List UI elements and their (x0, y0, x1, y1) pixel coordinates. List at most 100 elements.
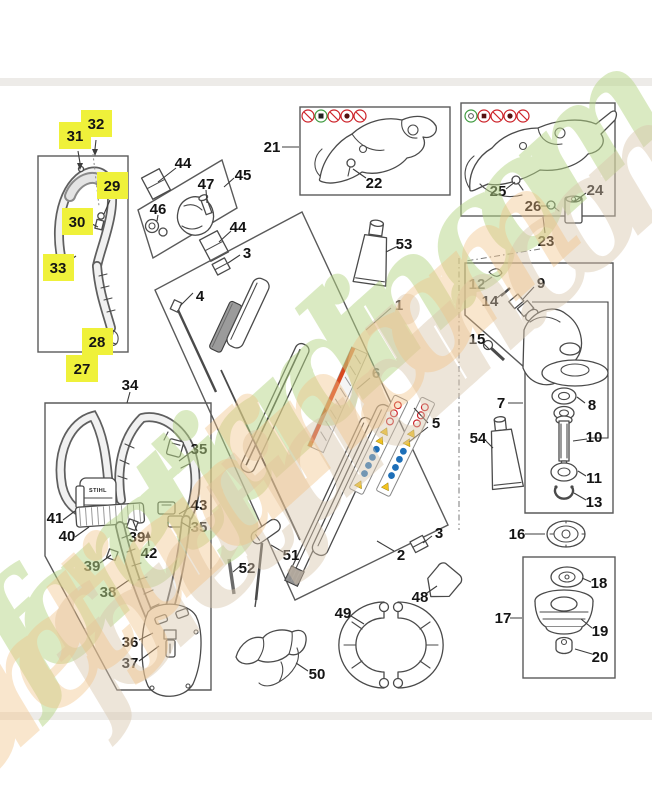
tool-51-shaft (254, 542, 264, 601)
part-label-28: 28 (89, 334, 106, 351)
outer-tube-upper (226, 277, 270, 349)
highlight-33 (43, 254, 74, 281)
prohibition-icon (340, 109, 354, 123)
prohibition-icon (503, 109, 517, 123)
gearbox-housing-7 (522, 308, 609, 387)
screw-25 (511, 175, 524, 191)
strap-38-hatching (121, 534, 160, 609)
drive-tube-box-group (154, 211, 449, 601)
pin-14 (500, 287, 511, 297)
part-label-38: 38 (100, 584, 117, 601)
part-label-3b: 3 (435, 525, 443, 542)
part-label-26: 26 (525, 198, 542, 215)
circlip-13 (553, 485, 575, 500)
prohibition-glyph (507, 113, 513, 119)
buckle-43 (157, 501, 176, 515)
part-label-3a: 3 (243, 245, 251, 262)
prohibition-slash (329, 111, 339, 121)
engine-housing-23 (464, 110, 618, 198)
highlight-27 (66, 355, 98, 382)
highlight-32 (81, 110, 112, 137)
prohibition-icon (301, 109, 315, 123)
strap-slider-30 (94, 218, 105, 231)
quick-release-37 (163, 629, 177, 658)
part-label-24: 24 (587, 182, 604, 199)
part-label-44a: 44 (175, 155, 192, 172)
part-label-2: 2 (397, 547, 405, 564)
part-label-50: 50 (309, 666, 326, 683)
buckle-35-upper (165, 438, 185, 458)
housing-box-21 (299, 106, 451, 196)
strap-fitting-29 (97, 212, 105, 220)
info-icon (464, 109, 478, 123)
part-label-39a: 39 (129, 529, 146, 546)
clip-39-lower (105, 548, 119, 562)
part-label-34: 34 (122, 377, 139, 394)
connection-bracket-9-10 (532, 301, 609, 439)
arrowhead-42 (145, 531, 151, 538)
faint-watermark-band-bottom (0, 712, 652, 720)
highlight-28 (82, 328, 113, 355)
safety-icon-strip-right (464, 109, 530, 123)
prohibition-slash (355, 111, 365, 121)
waist-belt-40 (74, 502, 146, 528)
prohibition-glyph (481, 113, 487, 119)
strap-lower-fill (93, 262, 115, 332)
prohibition-icon (353, 109, 367, 123)
sticker-6-orange-stripe (307, 347, 356, 448)
part-label-37: 37 (122, 655, 139, 672)
safety-icon-strip-left (301, 109, 367, 123)
highlight-30 (62, 208, 93, 235)
harness-box-group: STIHL (44, 402, 212, 697)
strap-hatching (117, 431, 190, 480)
hip-plate (141, 603, 202, 697)
drive-tube-box (154, 211, 449, 601)
mowing-head-box-group (522, 556, 616, 679)
screw-22 (346, 158, 356, 177)
arrowhead-31 (77, 163, 83, 170)
part-label-18: 18 (591, 575, 608, 592)
prohibition-slash (303, 111, 313, 121)
part-label-17: 17 (495, 610, 512, 627)
guard-49 (338, 601, 444, 689)
prohibition-icon (490, 109, 504, 123)
sticker-6 (307, 346, 368, 454)
housing-box-23 (460, 102, 616, 217)
part-label-54: 54 (470, 430, 487, 447)
part-label-6: 6 (372, 365, 380, 382)
screw-15 (482, 339, 506, 362)
prohibition-glyph (344, 113, 350, 119)
gear-head-box (464, 262, 614, 514)
nut-46 (144, 218, 168, 237)
part-label-16: 16 (509, 526, 526, 543)
part-label-45: 45 (235, 167, 252, 184)
part-label-5: 5 (432, 415, 440, 432)
output-shaft-10 (555, 415, 573, 470)
part-label-35b: 35 (191, 519, 208, 536)
part-label-13: 13 (586, 494, 603, 511)
nut-20 (555, 636, 573, 655)
part-label-33: 33 (50, 260, 67, 277)
cable-end-4 (169, 299, 183, 313)
info-glyph (468, 113, 474, 119)
part-label-27: 27 (74, 361, 91, 378)
part-label-32: 32 (88, 116, 105, 133)
highlight-29 (97, 172, 128, 199)
prohibition-icon (516, 109, 530, 123)
part-label-43: 43 (191, 497, 208, 514)
part-label-12: 12 (469, 276, 486, 293)
part-label-30: 30 (69, 214, 86, 231)
clamp-box-group (137, 158, 238, 262)
cover-disc-18 (550, 566, 584, 588)
part-label-47: 47 (198, 176, 215, 193)
part-label-15: 15 (469, 331, 486, 348)
housing-box-21-group (299, 106, 451, 196)
part-labels: 31 32 29 30 33 28 27 34 44 47 45 46 44 3… (43, 110, 608, 683)
tool-52 (227, 558, 236, 595)
safety-sticker-strip-a (349, 394, 408, 495)
part-label-35a: 35 (191, 441, 208, 458)
drive-cable-4 (176, 309, 218, 393)
part-label-44b: 44 (230, 219, 247, 236)
screw-26 (546, 200, 560, 212)
